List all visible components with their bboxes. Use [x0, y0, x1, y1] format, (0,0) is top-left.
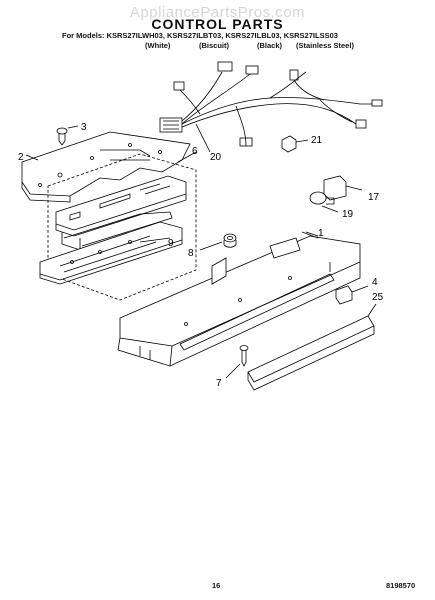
- callout-6: 6: [192, 146, 198, 157]
- callout-25: 25: [372, 292, 384, 303]
- part-2-control-plate: [21, 131, 191, 203]
- part-3-screw: [56, 125, 79, 146]
- document-number: 8198570: [386, 581, 416, 590]
- callout-4: 4: [372, 277, 378, 288]
- part-17-lamp-socket: [323, 175, 363, 201]
- variant-white: (White): [145, 41, 171, 50]
- page-number: 16: [212, 581, 221, 590]
- callout-20: 20: [210, 152, 222, 163]
- part-19-light-bulb: [309, 191, 339, 213]
- callout-2: 2: [18, 152, 24, 163]
- watermark: AppliancePartsPros.com: [129, 4, 306, 21]
- part-21-clip: [281, 135, 309, 153]
- leader-lines: [25, 123, 319, 243]
- part-4-connector: [335, 285, 369, 305]
- page-title: CONTROL PARTS: [151, 16, 284, 32]
- callout-1: 1: [318, 228, 324, 239]
- callout-8: 8: [188, 248, 194, 259]
- callout-19: 19: [342, 209, 354, 220]
- callout-labels: 3 2 6 20 21 1 17 19 8 9 4 25 7: [18, 122, 384, 389]
- models-line: For Models: KSRS27ILWH03, KSRS27ILBT03, …: [62, 31, 338, 40]
- callout-17: 17: [368, 192, 380, 203]
- part-1-control-housing: [117, 231, 361, 367]
- callout-21: 21: [311, 135, 323, 146]
- part-8-fastener: [199, 233, 237, 251]
- part-25-trim-strip: [247, 303, 377, 391]
- part-9-display-board: [39, 221, 183, 285]
- variant-black: (Black): [257, 41, 283, 50]
- variant-stainless: (Stainless Steel): [296, 41, 354, 50]
- callout-3: 3: [81, 122, 87, 133]
- callout-9: 9: [168, 238, 174, 249]
- part-20-wire-harness: [159, 61, 383, 147]
- part-6-control-board: [55, 175, 187, 251]
- control-board-group-outline: [47, 153, 197, 301]
- callout-7: 7: [216, 378, 222, 389]
- part-7-screw: [225, 345, 249, 379]
- variant-biscuit: (Biscuit): [199, 41, 229, 50]
